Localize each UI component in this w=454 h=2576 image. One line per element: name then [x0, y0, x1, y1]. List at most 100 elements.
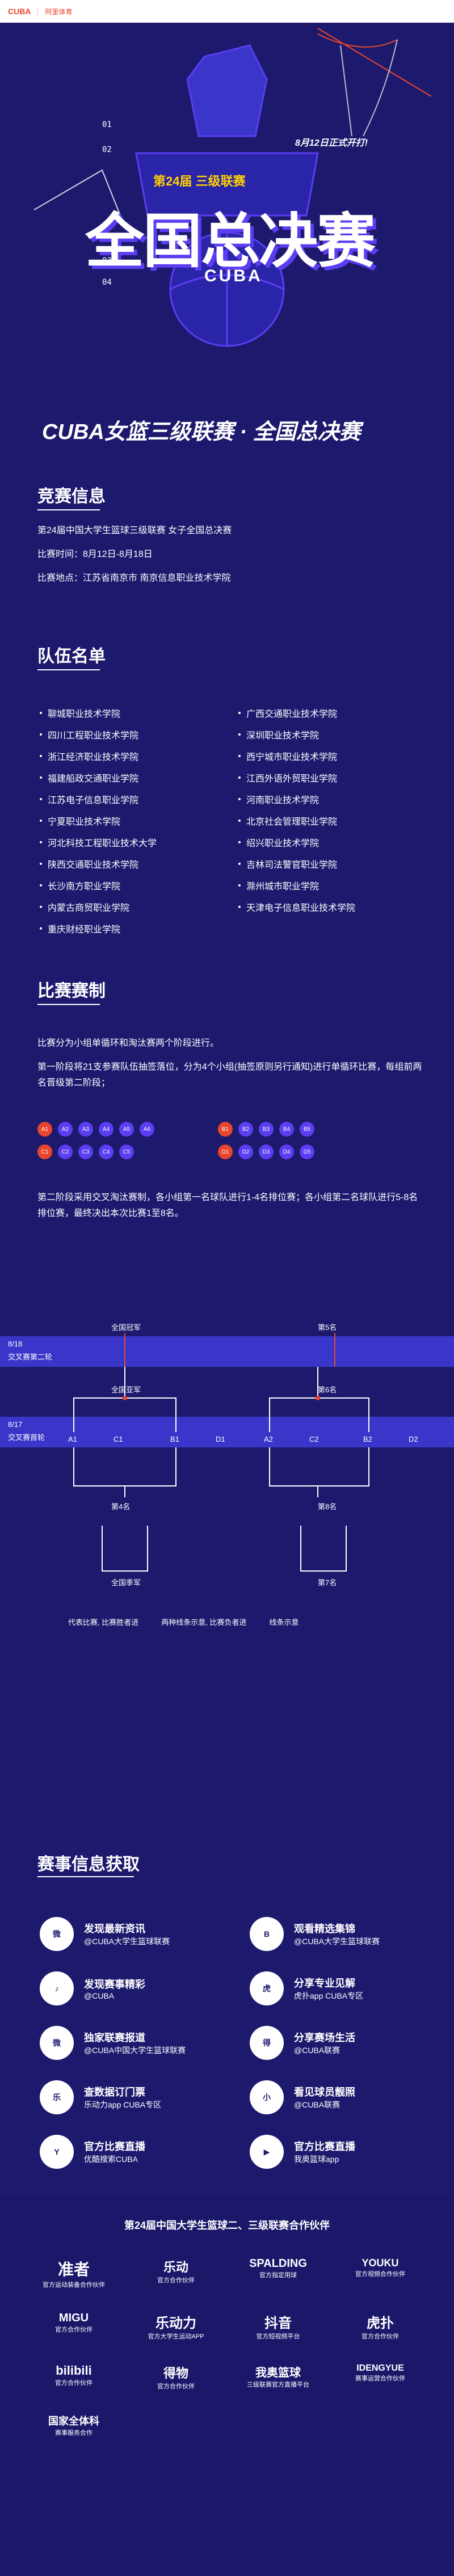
- bracket-diagram: 8/18 交叉赛第二轮 8/17 交叉赛首轮 全国冠军 第5名 全国亚军 第6名…: [0, 1321, 454, 1639]
- wechat-icon: 微: [40, 2026, 74, 2060]
- bracket-label-fifth: 第5名: [318, 1323, 337, 1332]
- seed-chip: C1: [37, 1145, 52, 1159]
- team-item: 江苏电子信息职业学院: [40, 793, 157, 805]
- channel-item[interactable]: Y 官方比赛直播优酷搜索CUBA: [40, 2135, 227, 2169]
- team-list-left: 聊城职业技术学院 四川工程职业技术学院 浙江经济职业技术学院 福建船政交通职业学…: [40, 707, 157, 944]
- bilibili-icon: B: [250, 1917, 284, 1951]
- seed-chip: D4: [279, 1145, 294, 1159]
- channel-item[interactable]: B 观看精选集锦@CUBA大学生篮球联赛: [250, 1917, 437, 1951]
- seed-label: C2: [309, 1435, 319, 1443]
- legend-item: 代表比赛, 比赛胜者进: [68, 1618, 139, 1627]
- channel-item[interactable]: 乐 查数据订门票乐动力app CUBA专区: [40, 2080, 227, 2114]
- douyin-icon: ♪: [40, 1971, 74, 2005]
- hero-number: 04: [102, 278, 112, 287]
- weibo-icon: 微: [40, 1917, 74, 1951]
- partner-item: 乐动力官方大学生运动APP: [148, 2316, 204, 2340]
- partners-section: 第24届中国大学生篮球二、三级联赛合作伙伴 准者官方运动装备合作伙伴 乐动官方合…: [0, 2195, 454, 2576]
- youku-icon: Y: [40, 2135, 74, 2169]
- section-underline: [37, 1876, 134, 1877]
- team-item: 宁夏职业技术学院: [40, 814, 157, 827]
- seed-chip: C2: [58, 1145, 73, 1159]
- day-band-2: [0, 1417, 454, 1447]
- format-paragraph: 比赛分为小组单循环和淘汰赛两个阶段进行。: [37, 1038, 220, 1048]
- channel-item[interactable]: 微 发现最新资讯@CUBA大学生篮球联赛: [40, 1917, 227, 1951]
- team-item: 吉林司法警官职业学院: [238, 858, 355, 870]
- team-item: 北京社会管理职业学院: [238, 814, 355, 827]
- team-item: 福建船政交通职业学院: [40, 771, 157, 784]
- format-paragraph: 第一阶段将21支参赛队伍抽签落位，分为4个小组(抽签原则另行通知)进行单循环比赛…: [37, 1062, 422, 1088]
- legend-item: 两种线条示意, 比赛负者进: [161, 1618, 247, 1627]
- xiaohongshu-icon: 小: [250, 2080, 284, 2114]
- cuba-logo: CUBA: [8, 7, 31, 16]
- seed-chip: B5: [300, 1122, 314, 1137]
- hero-graphic: [33, 28, 432, 347]
- team-item: 陕西交通职业技术学院: [40, 858, 157, 870]
- team-item: 聊城职业技术学院: [40, 707, 157, 719]
- bracket-lines: [73, 1333, 369, 1572]
- seed-label: C1: [114, 1435, 123, 1443]
- top-bar: CUBA 阿里体育: [0, 0, 454, 23]
- partner-item: 国家全体科赛事服务合作: [48, 2415, 99, 2436]
- channel-item[interactable]: 微 独家联赛报道@CUBA中国大学生篮球联赛: [40, 2026, 227, 2060]
- dewu-icon: 得: [250, 2026, 284, 2060]
- group-a-row: A1 A2 A3 A4 A5 A6: [37, 1122, 154, 1137]
- seed-label: D1: [216, 1435, 225, 1443]
- ticket-icon: 乐: [40, 2080, 74, 2114]
- seed-chip: B3: [259, 1122, 274, 1137]
- group-b-row: B1 B2 B3 B4 B5: [218, 1122, 314, 1137]
- channel-grid: 微 发现最新资讯@CUBA大学生篮球联赛 B 观看精选集锦@CUBA大学生篮球联…: [40, 1917, 437, 2169]
- team-item: 河南职业技术学院: [238, 793, 355, 805]
- team-item: 深圳职业技术学院: [238, 728, 355, 741]
- seed-chip: A3: [78, 1122, 93, 1137]
- seed-label: A2: [264, 1435, 273, 1443]
- bracket-label-eighth: 第8名: [318, 1502, 337, 1511]
- bracket-legend: 代表比赛, 比赛胜者进 两种线条示意, 比赛负者进 线条示意: [68, 1616, 299, 1627]
- section-title-channels: 赛事信息获取: [37, 1855, 140, 1874]
- channel-item[interactable]: 小 看见球员靓照@CUBA联赛: [250, 2080, 437, 2114]
- team-item: 绍兴职业技术学院: [238, 836, 355, 848]
- hero-section: 01 02 03 04 第24届 三级联赛 全国总决赛 CUBA 8月12日正式…: [0, 23, 454, 386]
- bracket-label-fourth: 第4名: [111, 1502, 131, 1511]
- section-title-info: 竞赛信息: [37, 487, 106, 506]
- info-line: 比赛时间：8月12日-8月18日: [37, 550, 153, 559]
- info-line: 第24届中国大学生篮球三级联赛 女子全国总决赛: [37, 526, 232, 535]
- logo-divider: [37, 7, 39, 16]
- channel-item[interactable]: 虎 分享专业见解虎扑app CUBA专区: [250, 1971, 437, 2005]
- legend-item: 线条示意: [269, 1618, 299, 1627]
- channel-item[interactable]: ▶ 官方比赛直播我奥篮球app: [250, 2135, 437, 2169]
- seed-chip: D1: [218, 1145, 233, 1159]
- hero-cuba: CUBA: [204, 267, 263, 285]
- seed-chip: C5: [119, 1145, 134, 1159]
- team-list-right: 广西交通职业技术学院 深圳职业技术学院 西宁城市职业技术学院 江西外语外贸职业学…: [238, 707, 355, 922]
- bracket-label-runnerup: 全国亚军: [111, 1386, 141, 1394]
- partner-item: 虎扑官方合作伙伴: [361, 2316, 399, 2340]
- team-item: 河北科技工程职业技术大学: [40, 836, 157, 848]
- bracket-label-seventh: 第7名: [318, 1578, 337, 1587]
- live-icon: ▶: [250, 2135, 284, 2169]
- partners-title: 第24届中国大学生篮球二、三级联赛合作伙伴: [124, 2220, 330, 2231]
- bracket-label-sixth: 第6名: [318, 1386, 337, 1394]
- team-item: 江西外语外贸职业学院: [238, 771, 355, 784]
- section-underline: [37, 1004, 100, 1005]
- team-item: 浙江经济职业技术学院: [40, 750, 157, 762]
- seed-label: B1: [170, 1435, 179, 1443]
- partner-item: 准者官方运动装备合作伙伴: [43, 2261, 105, 2288]
- bracket-label-champion: 全国冠军: [111, 1323, 141, 1332]
- channel-item[interactable]: ♪ 发现赛事精彩@CUBA: [40, 1971, 227, 2005]
- channel-item[interactable]: 得 分享赛场生活@CUBA联赛: [250, 2026, 437, 2060]
- day-desc: 交叉赛第二轮: [8, 1353, 53, 1361]
- day-band-1: [0, 1336, 454, 1367]
- team-item: 内蒙古商贸职业学院: [40, 901, 157, 913]
- seed-chip: A6: [140, 1122, 154, 1137]
- seed-label: B2: [363, 1435, 372, 1443]
- seed-chip: C4: [99, 1145, 114, 1159]
- section-underline: [37, 669, 100, 670]
- group-d-row: D1 D2 D3 D4 D5: [218, 1145, 314, 1159]
- seed-chip: B2: [238, 1122, 253, 1137]
- section-underline: [37, 509, 100, 510]
